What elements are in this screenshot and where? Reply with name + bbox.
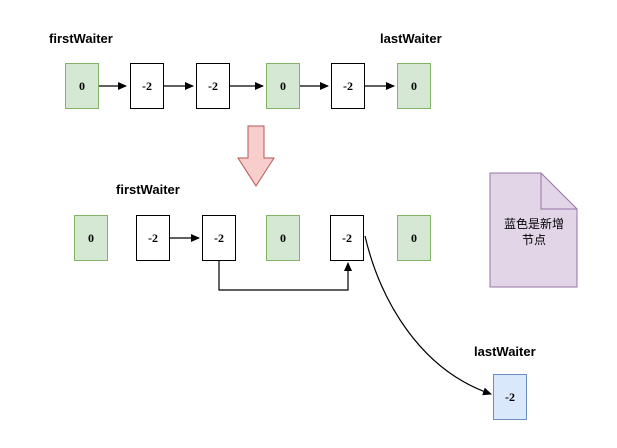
top-node-2: -2 [130, 63, 164, 109]
bottom-link-arrow [218, 261, 352, 291]
note-fold [540, 173, 577, 210]
bottom-last-waiter-label: lastWaiter [474, 344, 536, 359]
top-node-5: -2 [331, 63, 365, 109]
top-node-6: 0 [397, 63, 431, 109]
bottom-node-6: 0 [397, 215, 431, 261]
bottom-node-3: -2 [202, 215, 236, 261]
top-node-3: -2 [196, 63, 230, 109]
bottom-node-2: -2 [136, 215, 170, 261]
transition-down-arrow [237, 125, 275, 187]
note-shape [489, 172, 578, 288]
bottom-node-1: 0 [74, 215, 108, 261]
note-line-1: 蓝色是新增 [503, 217, 564, 231]
bottom-node-4: 0 [266, 215, 300, 261]
new-node-curve-arrow [364, 235, 492, 396]
top-node-4: 0 [266, 63, 300, 109]
bottom-node-5: -2 [330, 215, 364, 261]
note-text: 蓝色是新增 节点 [492, 216, 576, 248]
top-node-1: 0 [65, 63, 99, 109]
bottom-first-waiter-label: firstWaiter [116, 182, 180, 197]
top-last-waiter-label: lastWaiter [380, 31, 442, 46]
new-node: -2 [493, 374, 527, 420]
note-line-2: 节点 [521, 233, 546, 247]
top-first-waiter-label: firstWaiter [49, 31, 113, 46]
